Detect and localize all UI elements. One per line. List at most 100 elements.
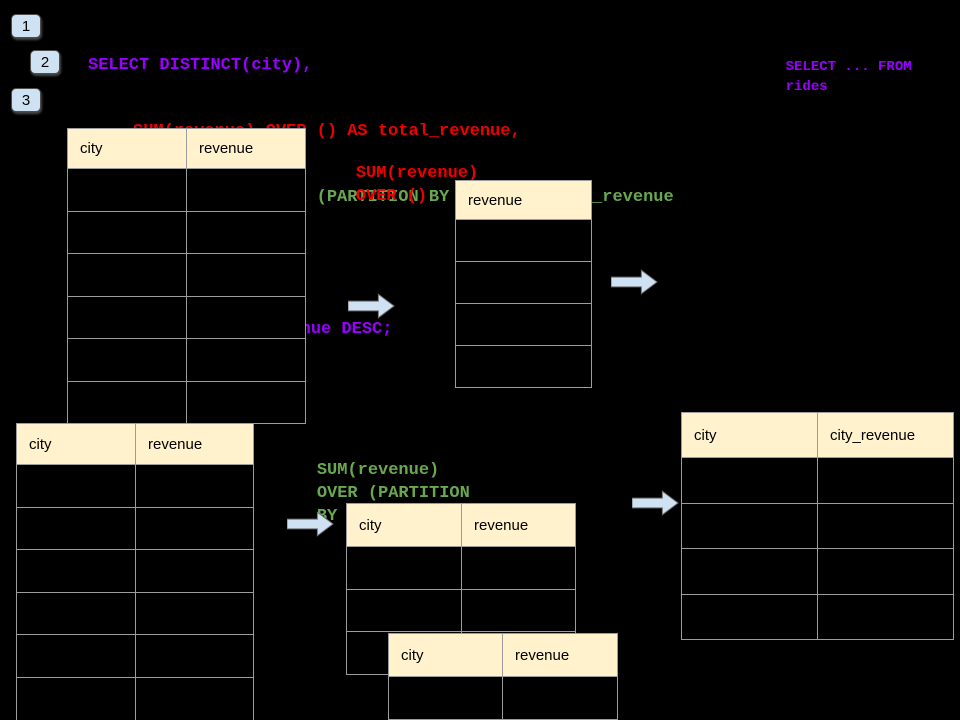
table-source-bottom: city revenue [16,423,254,720]
table-row [346,546,576,590]
table-cell [346,588,462,632]
table-cell [817,548,954,595]
annotation-total-revenue: SUM(revenue) OVER () [315,139,478,231]
table-cell [135,591,254,636]
table-cell [135,464,254,508]
table-row [67,168,306,212]
table-row [16,506,254,551]
table-cell [502,676,618,720]
table-header-row: city revenue [67,128,306,169]
table-row [16,634,254,678]
table-header-row: city city_revenue [681,412,954,458]
corner-note-line-2: rides [785,79,828,95]
table-partition-window-2: city revenue [388,633,618,720]
table-row [388,676,618,720]
column-header-city: city [16,423,136,465]
corner-note-line-1: SELECT ... FROM [785,59,912,75]
column-header-city: city [388,633,503,677]
table-row [67,295,306,339]
table-cell [817,457,954,504]
table-cell [135,506,254,551]
table-row [681,548,954,595]
table-cell [186,338,306,382]
table-cell [16,549,136,593]
table-cell [67,210,187,254]
table-cell [461,588,576,632]
table-total-result: revenue [455,180,592,388]
table-row [455,219,592,262]
table-cell [67,338,187,382]
table-cell [135,634,254,678]
column-header-revenue: revenue [455,180,592,220]
table-header-row: revenue [455,180,592,220]
table-row [16,591,254,636]
table-row [67,210,306,254]
table-row [67,253,306,297]
annotation-partition-line-1: SUM(revenue) [316,461,440,480]
table-cell [16,591,136,636]
table-source-top: city revenue [67,128,306,424]
sql-code-line-1: SELECT DISTINCT(city), [88,56,313,75]
table-row [455,345,592,388]
column-header-revenue: revenue [502,633,618,677]
table-cell [455,303,592,346]
table-row [67,338,306,382]
table-row [16,464,254,508]
column-header-city: city [346,503,462,547]
right-arrow-icon [611,269,658,295]
table-cell [681,548,818,595]
table-row [16,676,254,720]
table-cell [16,634,136,678]
column-header-city: city [67,128,187,169]
table-partition-result: city city_revenue [681,412,954,640]
table-cell [16,506,136,551]
table-row [455,261,592,304]
table-cell [455,219,592,262]
table-cell [817,502,954,549]
table-cell [817,593,954,640]
table-row [455,303,592,346]
table-cell [681,593,818,640]
right-arrow-icon [632,490,679,516]
annotation-partition-line-2: OVER (PARTITION [316,484,470,503]
table-cell [67,253,187,297]
table-row [681,457,954,504]
table-cell [67,168,187,212]
table-cell [186,295,306,339]
table-cell [135,549,254,593]
table-cell [186,253,306,297]
annotation-total-line-2: OVER () [355,187,428,206]
step-badge-2: 2 [30,50,60,74]
table-cell [186,210,306,254]
column-header-revenue: revenue [186,128,306,169]
table-cell [67,380,187,424]
step-badge-1: 1 [11,14,41,38]
table-row [681,502,954,549]
table-cell [455,345,592,388]
column-header-revenue: revenue [461,503,576,547]
right-arrow-icon [348,293,395,319]
table-header-row: city revenue [346,503,576,547]
table-cell [455,261,592,304]
table-cell [681,457,818,504]
column-header-city-revenue: city_revenue [817,412,954,458]
table-cell [186,380,306,424]
column-header-city: city [681,412,818,458]
table-cell [135,676,254,720]
table-header-row: city revenue [16,423,254,465]
annotation-total-line-1: SUM(revenue) [355,164,479,183]
step-badge-3: 3 [11,88,41,112]
table-header-row: city revenue [388,633,618,677]
table-cell [461,546,576,590]
table-row [346,588,576,632]
table-cell [388,676,503,720]
table-cell [346,546,462,590]
table-cell [16,676,136,720]
table-cell [67,295,187,339]
table-cell [16,464,136,508]
right-arrow-icon [287,511,334,537]
column-header-revenue: revenue [135,423,254,465]
table-row [681,593,954,640]
table-cell [186,168,306,212]
